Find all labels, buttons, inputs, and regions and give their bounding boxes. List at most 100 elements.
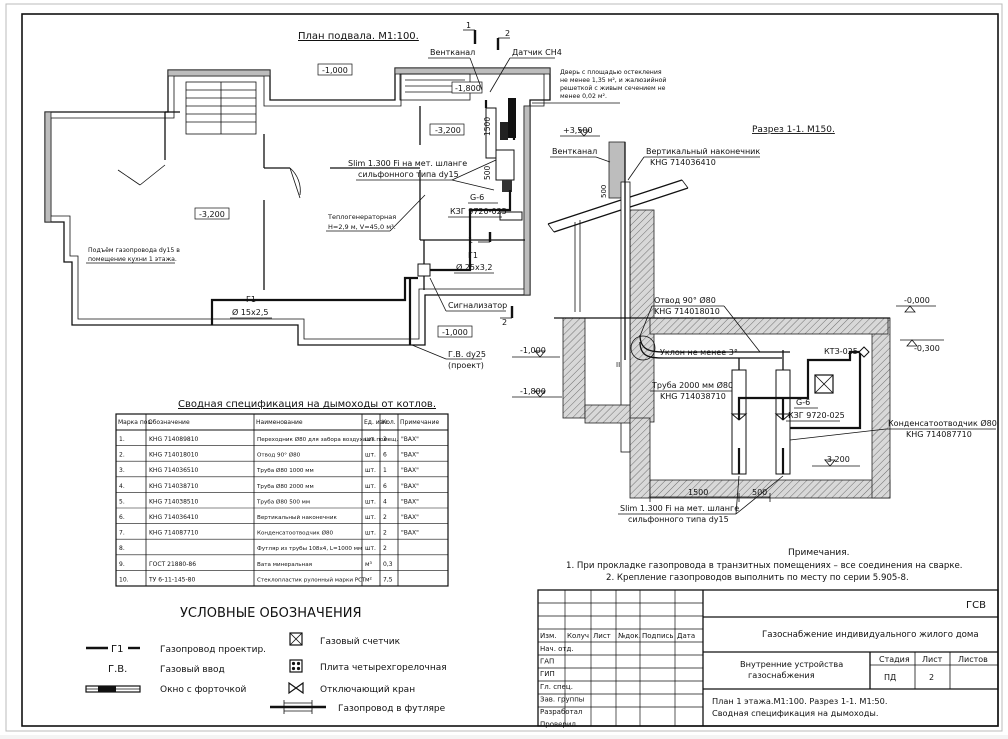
spec-cell: "ВАХ" (401, 452, 419, 459)
section-uklon: Уклон не менее 3° (660, 348, 738, 357)
spec-cell: 2. (119, 452, 125, 459)
legend-valve: Отключающий кран (320, 685, 415, 695)
spec-cell: KHG 714036510 (149, 467, 199, 474)
window-icon (85, 685, 141, 693)
stamp-role-6: Разработал (540, 708, 582, 716)
door-note-1: Дверь с площадью остекления (560, 69, 662, 76)
spec-cell: 2 (383, 545, 387, 552)
section-nakon-2: KHG 714036410 (650, 158, 716, 167)
plan-gv-1: Г.В. dy25 (448, 350, 486, 359)
section-ventkanal: Вентканал (552, 147, 597, 156)
stamp-role-5: Зав. группы (540, 695, 584, 703)
meter-icon (289, 632, 303, 646)
spec-cell: ТУ 6-11-145-80 (148, 576, 195, 583)
spec-cell: 2 (383, 436, 387, 443)
spec-cell: Труба Ø80 500 мм (256, 498, 310, 505)
stamp-col-2: Колуч (567, 632, 589, 640)
spec-cell: 1 (383, 467, 387, 474)
section-kond-2: KHG 714087710 (906, 430, 972, 439)
section-mark-3200: -3,200 (824, 455, 850, 464)
spec-cell: KHG 714036410 (149, 514, 199, 521)
notes: Примечания. 1. При прокладке газопровода… (566, 548, 963, 583)
plan-ksg: КЗГ 9720-025 (450, 207, 507, 216)
plan-dim-1500: 1500 (483, 117, 492, 136)
sheet-frame (5, 3, 1003, 732)
plan-title: План подвала. М1:100. (298, 31, 419, 42)
plan-pipe-25: Ø 25x3,2 (456, 262, 492, 272)
staircase (185, 81, 257, 135)
note-line-1: 1. При прокладке газопровода в транзитны… (566, 561, 963, 571)
section-2-top: 2 (505, 29, 510, 38)
spec-cell: ГОСТ 21880-86 (149, 561, 196, 568)
section-slim-2: сильфонного типа dy15 (628, 515, 729, 524)
plan-dim-500: 500 (483, 165, 492, 180)
spec-cell: Отвод 90° Ø80 (257, 452, 301, 459)
spec-cell: 3. (119, 467, 125, 474)
legend-gas-pipe: Газопровод проектир. (160, 645, 266, 655)
spec-cell: 0,3 (383, 561, 393, 568)
spec-cell: шт. (365, 452, 376, 459)
spec-title: Сводная спецификация на дымоходы от котл… (178, 399, 436, 410)
legend-sleeve: Газопровод в футляре (338, 704, 446, 714)
section-title: Разрез 1-1. М150. (752, 125, 835, 135)
section-dim-500: 500 (600, 185, 608, 198)
spec-cell: 6. (119, 514, 125, 521)
spec-cell: Футляр из трубы 108x4, L=1000 мм (257, 546, 362, 552)
section-slim-1: Slim 1.300 Fi на мет. шланге (620, 504, 739, 513)
spec-header-3: Наименование (256, 419, 303, 426)
spec-header-5: Кол. (382, 419, 396, 426)
spec-cell: 7. (119, 530, 125, 537)
legend-g1-symbol: Г1 (111, 644, 123, 655)
stamp-role-7: Проверил (540, 721, 576, 729)
spec-header-2: Обозначение (148, 419, 190, 426)
section-marker-ii: II (616, 361, 620, 369)
spec-cell: "ВАХ" (401, 467, 419, 474)
stamp-col-4: №док. (618, 632, 641, 640)
section-truba-1: Труба 2000 мм Ø80 (651, 380, 733, 390)
spec-header-6: Примечание (400, 419, 439, 426)
section-1-bottom: 1 (468, 236, 473, 245)
legend-gas-input: Газовый ввод (160, 665, 225, 675)
spec-cell: "ВАХ" (401, 530, 419, 537)
section-1-top: 1 (466, 21, 471, 30)
spec-cell: шт. (365, 498, 376, 505)
stamp-role-4: Гл. спец. (540, 683, 573, 691)
section-mark-1800: -1,800 (520, 387, 546, 396)
plan-g6: G-6 (470, 193, 484, 202)
spec-cell: шт. (365, 436, 376, 443)
spec-cell: 9. (119, 561, 125, 568)
section-otvod-2: KHG 714018010 (654, 307, 720, 316)
stamp-project: Газоснабжение индивидуального жилого дом… (762, 630, 979, 640)
plan-mark-1: -1,000 (322, 66, 348, 75)
spec-cell: 4 (383, 498, 387, 505)
spec-cell: "ВАХ" (401, 483, 419, 490)
stamp-title-2: Сводная спецификация на дымоходы. (712, 708, 878, 718)
spec-cell: 2 (383, 530, 387, 537)
spec-cell: Переходник Ø80 для забора воздуха из пом… (257, 436, 398, 443)
door-note-2: не менее 1,35 м², и жалюзийной (560, 76, 666, 84)
door-note-4: менее 0,02 м². (560, 93, 607, 100)
valve-icon (288, 681, 304, 695)
plan-mark-2: -1,800 (455, 84, 481, 93)
section-g6: G-6 (796, 398, 810, 407)
stamp-code: ГСВ (966, 600, 986, 611)
stamp-col-3: Лист (593, 632, 611, 640)
spec-cell: 6 (383, 483, 387, 490)
section-markers: 1 2 1 2 (463, 21, 514, 327)
spec-cell: шт. (365, 514, 376, 521)
section-2-bottom: 2 (502, 318, 507, 327)
sleeve-icon (270, 700, 326, 714)
legend: УСЛОВНЫЕ ОБОЗНАЧЕНИЯ Г1 Газопровод проек… (85, 606, 447, 714)
spec-cell: 2 (383, 514, 387, 521)
spec-cell: 10. (119, 576, 129, 583)
podem-1: Подъём газопровода dy15 в (88, 246, 180, 254)
plan-marks: -1,000 -1,800 -3,200 -3,200 -1,000 (194, 63, 483, 338)
stamp-role-3: ГИП (540, 670, 555, 678)
stamp-role-2: ГАП (540, 658, 554, 666)
plan-mark-5: -1,000 (442, 328, 468, 337)
stamp-title-1: План 1 этажа.М1:100. Разрез 1-1. М1:50. (712, 696, 887, 706)
plan-mark-3: -3,200 (435, 126, 461, 135)
legend-meter: Газовый счетчик (320, 637, 401, 647)
spec-cell: шт. (365, 545, 376, 552)
